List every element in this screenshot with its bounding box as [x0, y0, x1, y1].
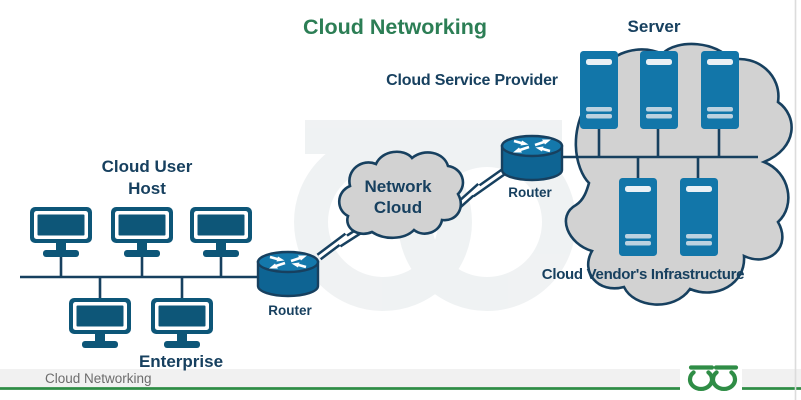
network-cloud-label-line2: Cloud — [374, 198, 422, 217]
router-right-label: Router — [508, 185, 552, 200]
cloud-user-host-label-line1: Cloud User — [102, 157, 193, 176]
monitor-1 — [30, 207, 92, 257]
footer-caption: Cloud Networking — [45, 371, 152, 386]
cloud-service-provider-label: Cloud Service Provider — [386, 72, 558, 89]
monitor-3 — [190, 207, 252, 257]
router-right — [500, 134, 564, 182]
monitor-2 — [111, 207, 173, 257]
router-left — [256, 250, 320, 298]
cloud-user-host-label-line2: Host — [128, 179, 166, 198]
network-cloud-shape — [337, 150, 465, 240]
enterprise-label: Enterprise — [139, 352, 223, 371]
footer-band — [0, 369, 801, 388]
lightning-icon-left-fill — [318, 224, 368, 259]
server-2 — [640, 51, 678, 129]
geeksforgeeks-logo — [680, 356, 742, 394]
network-cloud-label-line1: Network — [364, 177, 432, 196]
monitor-5 — [151, 298, 213, 348]
server-4 — [619, 178, 657, 256]
server-label: Server — [628, 17, 681, 36]
server-5 — [680, 178, 718, 256]
cloud-vendor-infrastructure-label: Cloud Vendor's Infrastructure — [542, 266, 744, 283]
monitor-4 — [69, 298, 131, 348]
lightning-links — [316, 166, 509, 261]
page-title: Cloud Networking — [303, 15, 487, 39]
server-3 — [701, 51, 739, 129]
lightning-icon-right-fill — [449, 168, 507, 214]
logo-loop-right — [710, 370, 738, 392]
server-1 — [580, 51, 618, 129]
router-left-label: Router — [268, 303, 312, 318]
